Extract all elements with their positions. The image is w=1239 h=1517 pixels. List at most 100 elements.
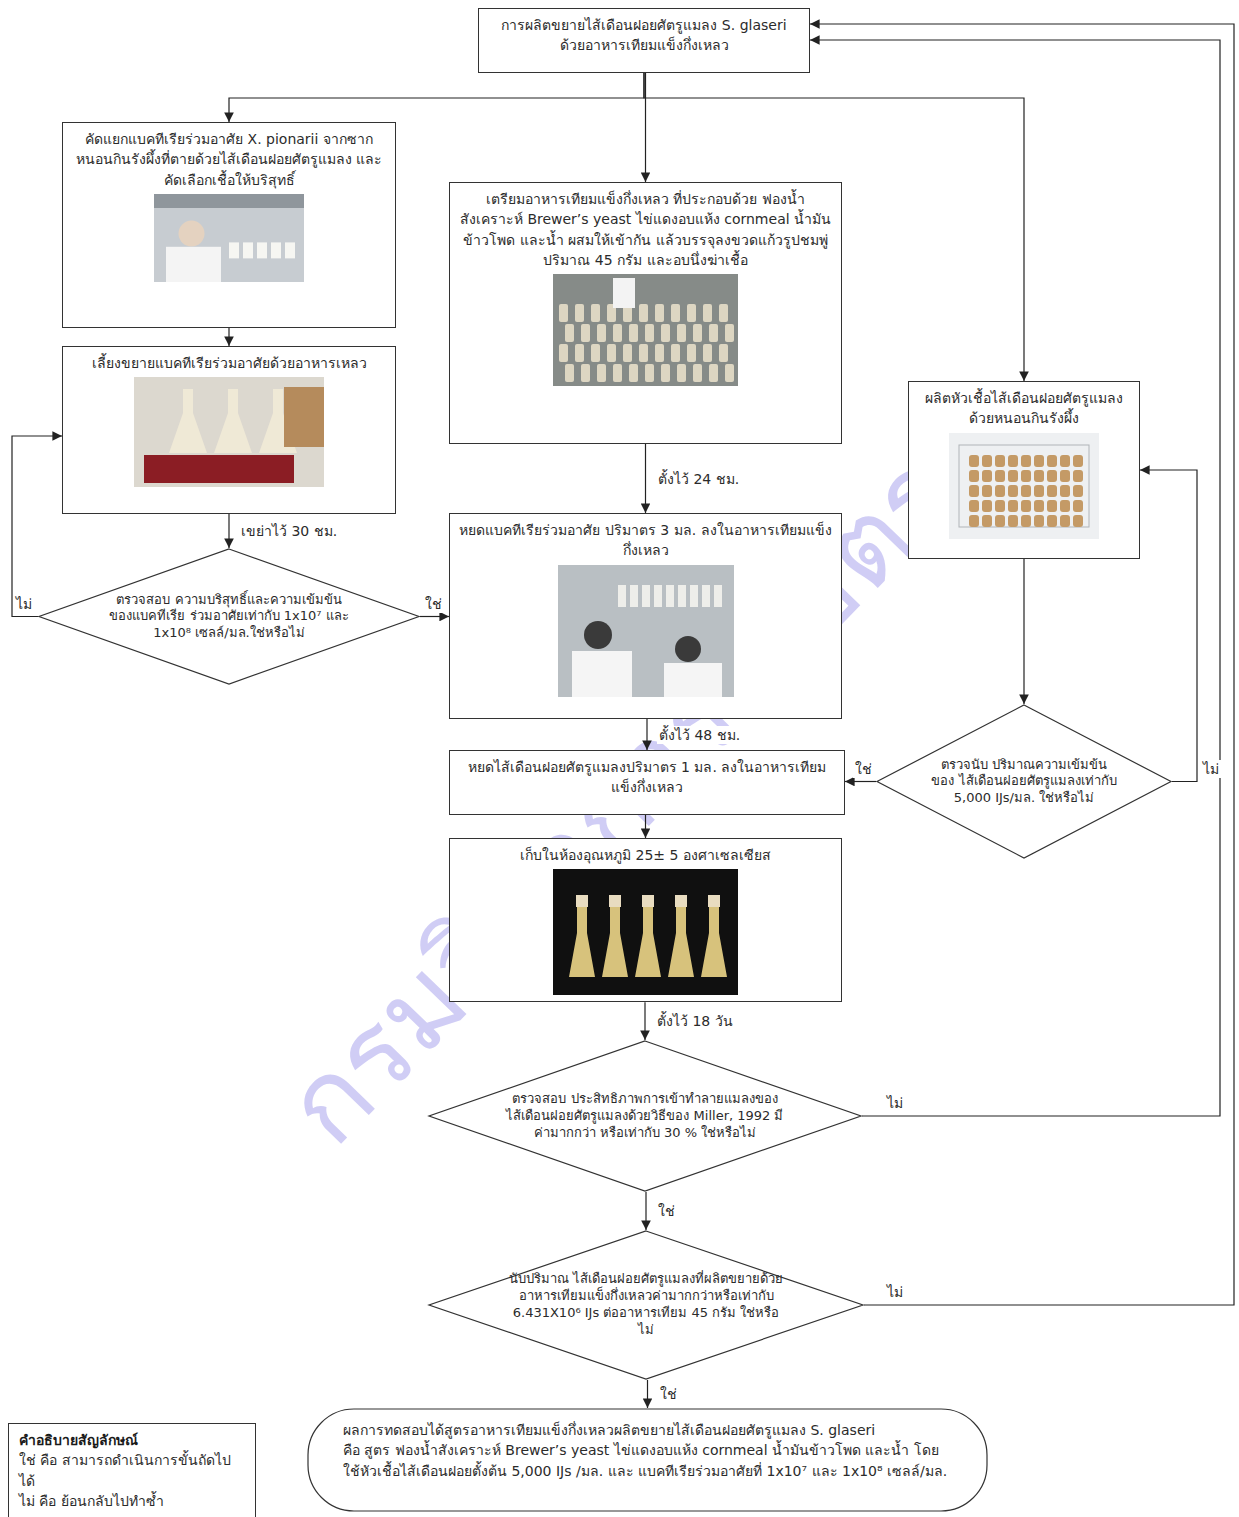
bottle [677, 364, 686, 382]
node-text: เตรียมอาหารเทียมแข็งกึ่งเหลว ที่ประกอบด้… [458, 189, 833, 270]
larva [1060, 455, 1070, 467]
decision-diamond: ตรวจสอบ ประสิทธิภาพการเข้าทำลายแมลงของ ไ… [428, 1040, 862, 1192]
node-text: เก็บในห้องอุณหภูมิ 25± 5 องศาเซลเซียส [458, 845, 833, 865]
person-head [675, 636, 701, 662]
flow-arrow [420, 616, 449, 617]
diamond-shape [429, 1231, 863, 1379]
bottle [613, 364, 622, 382]
larva [1021, 515, 1031, 527]
photo-holder [917, 433, 1131, 539]
larva [995, 485, 1005, 497]
bottle [693, 324, 702, 342]
decision-diamond: ตรวจสอบ ความบริสุทธิ์และความเข้มข้นของแบ… [38, 548, 420, 685]
larva [982, 470, 992, 482]
larva [1060, 500, 1070, 512]
node-text: คัดแยกแบคทีเรียร่วมอาศัย X. pionarii จาก… [71, 129, 387, 190]
bottle [687, 344, 696, 362]
diamond-shape [429, 1041, 861, 1191]
bottle [623, 344, 632, 362]
photo-ground [558, 565, 734, 697]
larva [1021, 485, 1031, 497]
node-text: คำอธิบายสัญลักษณ์ [19, 1430, 245, 1450]
bottle [642, 585, 650, 607]
larva [969, 500, 979, 512]
bottle [671, 304, 680, 322]
decision-diamond: ตรวจนับ ปริมาณความเข้มข้นของ ไส้เดือนฝอย… [876, 704, 1172, 859]
edge-label: ตั้งไว้ 24 ชม. [656, 470, 741, 488]
bottle [575, 304, 584, 322]
bottle [719, 344, 728, 362]
bottle [655, 344, 664, 362]
larva [1073, 500, 1083, 512]
node-text: ใช่ คือ สามารถดำเนินการขั้นถัดไปได้ [19, 1450, 245, 1491]
node-text: ตรวจสอบ ประสิทธิภาพการเข้าทำลายแมลงของ ไ… [506, 1091, 784, 1142]
flow-arrow [810, 24, 1234, 1305]
larva [1034, 455, 1044, 467]
larva [1021, 455, 1031, 467]
bottle [654, 585, 662, 607]
bottle [703, 304, 712, 322]
larva [1008, 515, 1018, 527]
diamond-text-area: ตรวจสอบ ประสิทธิภาพการเข้าทำลายแมลงของ ไ… [506, 1091, 784, 1142]
terminal-box: ผลการทดสอบได้สูตรอาหารเทียมแข็งกึ่งเหลวผ… [307, 1408, 988, 1512]
edge-label: ใช่ [853, 760, 874, 778]
larva [1047, 485, 1057, 497]
bottle [629, 364, 638, 382]
larva [969, 455, 979, 467]
bottle [618, 585, 626, 607]
flask [635, 903, 661, 977]
edge-label: ใช่ [423, 595, 444, 613]
node-text: หยดแบคทีเรียร่วมอาศัย ปริมาตร 3 มล. ลงใน… [458, 520, 833, 561]
photo-ground [553, 869, 738, 995]
flask-plug [642, 895, 654, 907]
person-head [179, 220, 205, 246]
edge-label: ตั้งไว้ 48 ชม. [657, 726, 742, 744]
process-box: เตรียมอาหารเทียมแข็งกึ่งเหลว ที่ประกอบด้… [449, 182, 842, 444]
flask [569, 903, 595, 977]
larva [1060, 485, 1070, 497]
bottle [719, 304, 728, 322]
larva [1047, 500, 1057, 512]
bottle [709, 364, 718, 382]
node-text: การผลิตขยายไส้เดือนฝอยศัตรูแมลง S. glase… [487, 15, 801, 56]
bottle [639, 344, 648, 362]
flow-arrow [1140, 470, 1197, 782]
flow-arrow [647, 1380, 648, 1408]
process-box: เลี้ยงขยายแบคทีเรียร่วมอาศัยด้วยอาหารเหล… [62, 346, 396, 514]
flow-arrow [645, 1192, 646, 1230]
larva [1073, 515, 1083, 527]
person [613, 278, 635, 308]
flow-arrow [810, 40, 1220, 1116]
diamond-shape [39, 549, 419, 684]
bottle [661, 324, 670, 342]
larva [1008, 470, 1018, 482]
node-text: เลี้ยงขยายแบคทีเรียร่วมอาศัยด้วยอาหารเหล… [71, 353, 387, 373]
tube [243, 242, 253, 258]
larva [969, 485, 979, 497]
process-box: หยดแบคทีเรียร่วมอาศัย ปริมาตร 3 มล. ลงใน… [449, 513, 842, 719]
node-text: นับปริมาณ ไส้เดือนฝอยศัตรูแมลงที่ผลิตขยา… [507, 1271, 786, 1339]
tube [285, 242, 295, 258]
carton [284, 387, 324, 447]
larva [982, 500, 992, 512]
flask [169, 389, 207, 453]
bottle [693, 364, 702, 382]
bottle [645, 324, 654, 342]
edge-label: ไม่ [885, 1283, 905, 1301]
photo-ground [134, 377, 324, 487]
larva [982, 515, 992, 527]
bottle [709, 324, 718, 342]
node-text: ผลการทดสอบได้สูตรอาหารเทียมแข็งกึ่งเหลวผ… [343, 1420, 952, 1440]
flask [668, 903, 694, 977]
flow-arrow [645, 73, 646, 182]
larva [1008, 485, 1018, 497]
edge-label: ไม่ [14, 595, 34, 613]
bottle [607, 344, 616, 362]
flow-arrow [228, 328, 229, 346]
larva [995, 455, 1005, 467]
photo-holder [71, 377, 387, 487]
diamond-text-area: นับปริมาณ ไส้เดือนฝอยศัตรูแมลงที่ผลิตขยา… [507, 1271, 786, 1339]
bottle [661, 364, 670, 382]
photo-drop [558, 565, 734, 697]
